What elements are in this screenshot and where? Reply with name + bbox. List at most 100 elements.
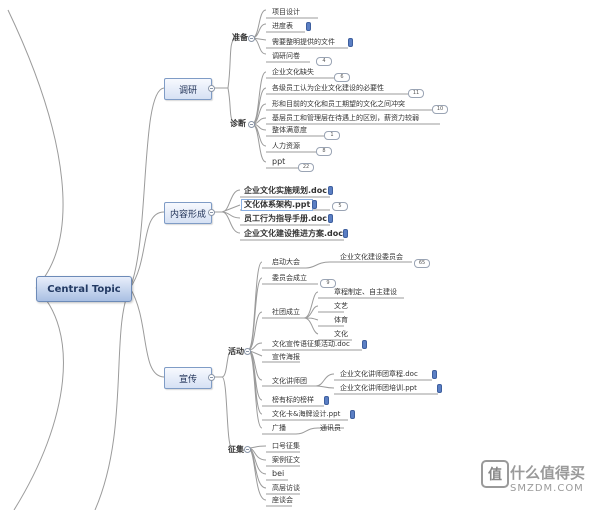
attachment-icon[interactable] <box>328 214 333 223</box>
collapse-toggle[interactable] <box>208 209 215 216</box>
collapse-toggle[interactable] <box>248 35 255 42</box>
watermark-logo-icon: 值 <box>481 460 509 488</box>
connector-line <box>129 211 165 289</box>
connector-line <box>94 287 131 510</box>
topic-promo[interactable]: 宣传 <box>164 367 212 389</box>
leaf-item[interactable]: 员工行为指导手册.doc <box>244 214 328 223</box>
subtopic-activity[interactable]: 活动 <box>228 347 244 356</box>
count-badge: 11 <box>408 89 424 98</box>
subtopic-prep[interactable]: 准备 <box>232 33 248 42</box>
connector-line <box>266 77 440 169</box>
watermark-subtitle: SMZDM.COM <box>510 483 584 494</box>
leaf-item[interactable]: 企业文化实施规划.doc <box>244 186 328 195</box>
leaf-item[interactable]: 章程制定、自主建设 <box>334 288 397 296</box>
connector-line <box>334 379 438 395</box>
connector-line <box>266 451 300 507</box>
connector-line <box>262 291 319 335</box>
leaf-item[interactable]: 高层访谈 <box>272 484 300 492</box>
leaf-item[interactable]: 文化 <box>334 330 348 338</box>
connector-line <box>251 9 267 55</box>
leaf-item[interactable]: ppt <box>272 157 286 166</box>
connector-line <box>262 349 362 363</box>
leaf-item[interactable]: 座谈会 <box>272 496 293 504</box>
connector-line <box>221 189 241 234</box>
connector-line <box>129 87 165 289</box>
leaf-item[interactable]: 体育 <box>334 316 348 324</box>
attachment-icon[interactable] <box>328 186 333 195</box>
count-badge: 6 <box>334 73 350 82</box>
leaf-item[interactable]: 基层员工和管理层在待遇上的区别，薪资力较弱 <box>272 114 419 122</box>
leaf-item[interactable]: 启动大会 <box>272 258 300 266</box>
leaf-item[interactable]: 宣传海报 <box>272 353 300 361</box>
connector-line <box>247 445 267 501</box>
leaf-item[interactable]: 进度表 <box>272 22 293 30</box>
topic-research[interactable]: 调研 <box>164 78 212 100</box>
leaf-item[interactable]: 委员会成立 <box>272 274 307 282</box>
count-badge: 22 <box>298 163 314 172</box>
leaf-item[interactable]: 通讯员 <box>320 424 341 432</box>
attachment-icon[interactable] <box>312 200 317 209</box>
connector-line <box>318 297 404 341</box>
connector-line <box>262 373 335 389</box>
connector-line <box>251 71 267 163</box>
leaf-item[interactable]: 口号征集 <box>272 442 300 450</box>
count-badge: 65 <box>414 259 430 268</box>
attachment-icon[interactable] <box>306 22 311 31</box>
attachment-icon[interactable] <box>437 384 442 393</box>
connector-line <box>221 349 233 449</box>
leaf-item[interactable]: 企业文化讲师团培训.ppt <box>340 384 417 392</box>
topic-content[interactable]: 内容形成 <box>164 202 212 224</box>
connector-line <box>129 287 165 378</box>
attachment-icon[interactable] <box>362 340 367 349</box>
collapse-toggle[interactable] <box>208 374 215 381</box>
count-badge: 9 <box>320 279 336 288</box>
leaf-item-selected[interactable]: 文化体系架构.ppt <box>241 199 314 211</box>
leaf-item[interactable]: bei <box>272 469 285 478</box>
leaf-item[interactable]: 社团成立 <box>272 308 300 316</box>
collapse-toggle[interactable] <box>244 348 251 355</box>
leaf-item[interactable]: 企业文化讲师团章程.doc <box>340 370 418 378</box>
attachment-icon[interactable] <box>432 370 437 379</box>
attachment-icon[interactable] <box>348 38 353 47</box>
connector-line <box>13 287 64 510</box>
leaf-item[interactable]: 广播 <box>272 424 286 432</box>
connector-line <box>266 17 348 63</box>
leaf-item[interactable]: 项目设计 <box>272 8 300 16</box>
leaf-item[interactable]: 文艺 <box>334 302 348 310</box>
leaf-item[interactable]: 整体满意度 <box>272 126 307 134</box>
watermark-title: 什么值得买 <box>510 464 586 482</box>
connector-line <box>227 37 237 125</box>
count-badge: 5 <box>332 202 348 211</box>
leaf-item[interactable]: 文化宣传语征集活动.doc <box>272 340 350 348</box>
count-badge: 10 <box>432 105 448 114</box>
leaf-item[interactable]: 企业文化建设推进方案.doc <box>244 229 344 238</box>
attachment-icon[interactable] <box>350 410 355 419</box>
leaf-item[interactable]: 企业文化建设委员会 <box>340 253 403 261</box>
count-badge: 1 <box>324 131 340 140</box>
subtopic-diag[interactable]: 诊断 <box>230 119 246 128</box>
collapse-toggle[interactable] <box>248 121 255 128</box>
leaf-item[interactable]: 各级员工认为企业文化建设的必要性 <box>272 84 384 92</box>
connector-line <box>262 261 412 269</box>
leaf-item[interactable]: 文化卡&海牌设计.ppt <box>272 410 341 418</box>
leaf-item[interactable]: 调研问卷 <box>272 52 300 60</box>
count-badge: 4 <box>316 57 332 66</box>
leaf-item[interactable]: 文化讲师团 <box>272 377 307 385</box>
collapse-toggle[interactable] <box>208 85 215 92</box>
count-badge: 8 <box>316 147 332 156</box>
collapse-toggle[interactable] <box>244 446 251 453</box>
connector-line <box>247 261 263 429</box>
subtopic-collect[interactable]: 征集 <box>228 445 244 454</box>
attachment-icon[interactable] <box>343 229 348 238</box>
leaf-item[interactable]: 形和目前的文化和员工期望的文化之间冲突 <box>272 100 405 108</box>
leaf-item[interactable]: 案例征文 <box>272 456 300 464</box>
central-topic[interactable]: Central Topic <box>36 276 132 302</box>
leaf-item[interactable]: 人力资源 <box>272 142 300 150</box>
leaf-item[interactable]: 榜有标的榜样 <box>272 396 314 404</box>
connector-line <box>7 9 64 289</box>
attachment-icon[interactable] <box>324 396 329 405</box>
leaf-item[interactable]: 需要整明提供的文件 <box>272 38 335 46</box>
leaf-item[interactable]: 企业文化缺失 <box>272 68 314 76</box>
